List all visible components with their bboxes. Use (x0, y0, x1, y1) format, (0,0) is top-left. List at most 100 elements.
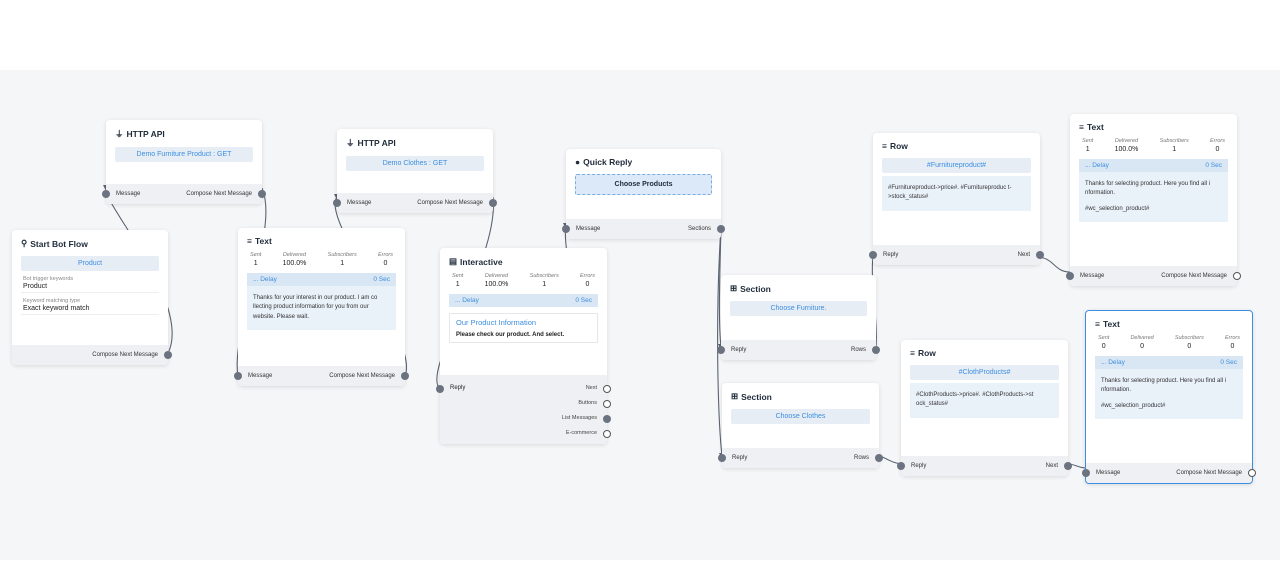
row-pill[interactable]: #ClothProducts# (910, 365, 1059, 380)
node-title: Section (740, 283, 771, 294)
node-title: Row (917, 348, 936, 358)
interactive-content: Our Product Information Please check our… (449, 313, 598, 343)
input-port[interactable] (102, 190, 110, 198)
text-icon: ≡ (1095, 319, 1100, 329)
row-body: #Furnitureproduct->price#. #Furniturepro… (882, 176, 1031, 211)
output-port-buttons[interactable] (603, 400, 611, 408)
interactive-icon: ▤ (449, 256, 458, 266)
message-body: Thanks for selecting product. Here you f… (1079, 172, 1228, 222)
output-port-next[interactable] (603, 385, 611, 393)
start-icon: ⚲ (21, 238, 28, 248)
node-title: HTTP API (357, 138, 396, 148)
output-port[interactable] (258, 190, 266, 198)
plug-icon: ⏚ (346, 138, 355, 148)
section-pill[interactable]: Choose Furniture. (730, 301, 867, 316)
input-port[interactable] (1082, 469, 1090, 477)
http-api-node-furniture[interactable]: ⏚HTTP API Demo Furniture Product : GET M… (102, 120, 266, 204)
input-port[interactable] (718, 454, 726, 462)
row-pill[interactable]: #Furnitureproduct# (882, 158, 1031, 173)
output-port[interactable] (1064, 462, 1072, 470)
output-port-list[interactable] (603, 415, 611, 423)
row-node-clothes[interactable]: ≡Row #ClothProducts# #ClothProducts->pri… (897, 340, 1072, 476)
output-port[interactable] (717, 225, 725, 233)
output-port[interactable] (1233, 272, 1241, 280)
output-port[interactable] (401, 372, 409, 380)
node-title: Text (1102, 319, 1120, 329)
plug-icon: ⏚ (115, 129, 124, 139)
input-port[interactable] (1066, 272, 1074, 280)
node-footer (440, 375, 607, 444)
output-port[interactable] (489, 199, 497, 207)
buttons-label: Buttons (578, 400, 597, 406)
grid-icon: ⊞ (730, 283, 738, 293)
node-title: Section (741, 391, 772, 402)
node-title: Interactive (460, 256, 503, 267)
input-port[interactable] (234, 372, 242, 380)
api-pill[interactable]: Demo Furniture Product : GET (115, 147, 253, 162)
node-title: Quick Reply (583, 157, 633, 167)
message-body: Thanks for selecting product. Here you f… (1095, 369, 1243, 419)
input-port[interactable] (717, 346, 725, 354)
input-port[interactable] (436, 385, 444, 393)
list-icon: ≡ (882, 141, 887, 151)
list-icon: ≡ (910, 348, 915, 358)
message-body: Thanks for your interest in our product.… (247, 286, 396, 330)
output-port[interactable] (1036, 251, 1044, 259)
next-label: Next (585, 385, 597, 391)
output-port[interactable] (872, 346, 880, 354)
input-label: Reply (450, 385, 466, 391)
node-title: HTTP API (126, 129, 165, 139)
row-node-furniture[interactable]: ≡Row #Furnitureproduct# #Furnitureproduc… (869, 133, 1044, 265)
node-title: Text (1086, 122, 1104, 132)
section-pill[interactable]: Choose Clothes (731, 409, 870, 424)
node-title: Row (889, 141, 908, 151)
row-body: #ClothProducts->price#. #ClothProducts->… (910, 383, 1059, 418)
input-port[interactable] (869, 251, 877, 259)
keyword-pill[interactable]: Product (21, 256, 159, 271)
input-port[interactable] (897, 462, 905, 470)
api-pill[interactable]: Demo Clothes : GET (346, 156, 484, 171)
grid-icon: ⊞ (731, 391, 739, 401)
start-bot-flow-node[interactable]: ⚲Start Bot Flow Product Bot trigger keyw… (12, 230, 172, 365)
output-port-ecommerce[interactable] (603, 430, 611, 438)
output-port[interactable] (1248, 469, 1256, 477)
input-port[interactable] (333, 199, 341, 207)
node-footer: Compose Next Message (12, 345, 168, 365)
quick-reply-pill[interactable]: Choose Products (575, 174, 712, 195)
input-port[interactable] (562, 225, 570, 233)
text-icon: ≡ (247, 236, 252, 246)
output-port[interactable] (164, 351, 172, 359)
chat-icon: ● (575, 157, 581, 167)
output-port[interactable] (875, 454, 883, 462)
node-title: Start Bot Flow (30, 238, 88, 249)
list-messages-label: List Messages (561, 415, 597, 421)
node-title: Text (254, 236, 272, 246)
text-icon: ≡ (1079, 122, 1084, 132)
